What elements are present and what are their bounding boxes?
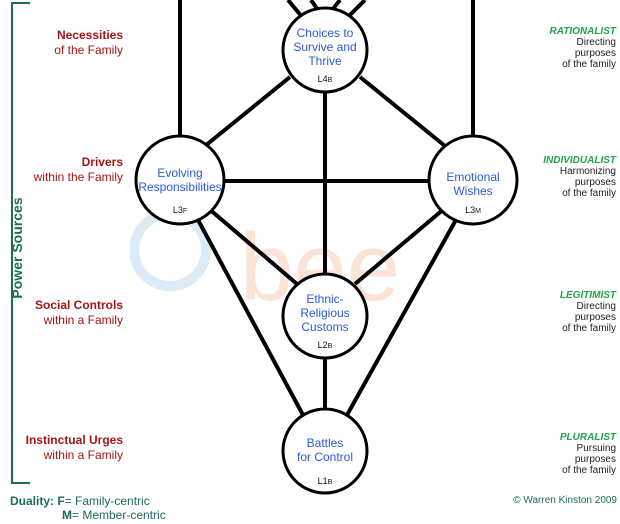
node-l2-circle: [281, 272, 369, 360]
duality-legend: Duality: F= Family-centric M= Member-cen…: [10, 494, 166, 522]
node-l2-code: L2B: [317, 340, 333, 350]
node-l4-code: L4B: [317, 74, 333, 84]
edge-l4-l3f: [203, 75, 292, 148]
node-l3m-code: L3M: [465, 205, 481, 215]
node-l4-circle: [281, 6, 369, 94]
edge-l3f-l2: [206, 206, 299, 286]
edge-l4-l3m: [358, 75, 447, 148]
purpose-legitimist: LEGITIMIST Directing purposes of the fam…: [559, 290, 616, 334]
level-social-controls: Social Controls within a Family: [34, 298, 123, 327]
edge-l3m-l2: [353, 206, 447, 286]
node-l1-circle: [281, 407, 369, 495]
node-l1-code: L1B: [317, 476, 333, 486]
level-drivers: Drivers within the Family: [33, 155, 123, 184]
level-instinctual-urges: Instinctual Urges within a Family: [25, 433, 123, 462]
edge-l3f-l1: [195, 217, 305, 416]
edge-l3m-l1: [345, 217, 459, 416]
purpose-individualist: INDIVIDUALIST Harmonizing purposes of th…: [543, 155, 616, 199]
level-necessities: Necessities of the Family: [54, 28, 123, 57]
purpose-rationalist: RATIONALIST Directing purposes of the fa…: [549, 26, 616, 70]
node-l3f-code: L3F: [172, 205, 188, 215]
copyright-notice: © Warren Kinston 2009: [513, 495, 617, 506]
node-l3m-circle: [427, 134, 519, 226]
power-sources-bracket: [11, 2, 30, 484]
purpose-pluralist: PLURALIST Pursuing purposes of the famil…: [559, 432, 616, 476]
node-l3f-circle: [134, 134, 226, 226]
